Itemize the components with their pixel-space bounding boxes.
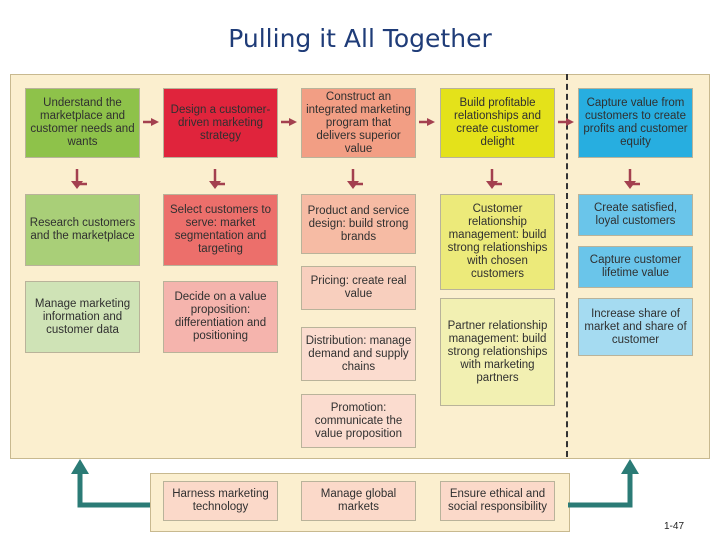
page-title: Pulling it All Together: [228, 24, 492, 53]
step-design-strategy: Design a customer-driven marketing strat…: [163, 88, 278, 158]
enabler-arrow-right-head: [621, 459, 639, 474]
manage-marketing-information: Manage marketing information and custome…: [25, 281, 140, 353]
create-satisfied-customers: Create satisfied, loyal customers: [578, 194, 693, 236]
enabler-arrow-left-head: [71, 459, 89, 474]
promotion: Promotion: communicate the value proposi…: [301, 394, 416, 448]
arrow-down-5-head: [624, 181, 636, 189]
customer-relationship-management: Customer relationship management: build …: [440, 194, 555, 290]
ensure-ethics: Ensure ethical and social responsibility: [440, 481, 555, 521]
arrow-down-2-head: [209, 181, 221, 189]
research-customers: Research customers and the marketplace: [25, 194, 140, 266]
arrow-down-3-head: [347, 181, 359, 189]
value-capture-divider: [566, 74, 568, 457]
step-construct-program: Construct an integrated marketing progra…: [301, 88, 416, 158]
enabler-arrow-left: [77, 472, 150, 508]
step-capture-value: Capture value from customers to create p…: [578, 88, 693, 158]
enabler-arrow-right: [568, 472, 633, 508]
increase-market-share: Increase share of market and share of cu…: [578, 298, 693, 356]
manage-global-markets: Manage global markets: [301, 481, 416, 521]
capture-lifetime-value: Capture customer lifetime value: [578, 246, 693, 288]
distribution: Distribution: manage demand and supply c…: [301, 327, 416, 381]
product-service-design: Product and service design: build strong…: [301, 194, 416, 254]
decide-value-proposition: Decide on a value proposition: different…: [163, 281, 278, 353]
partner-relationship-management: Partner relationship management: build s…: [440, 298, 555, 406]
page-number: 1-47: [664, 521, 685, 532]
harness-technology: Harness marketing technology: [163, 481, 278, 521]
arrow-down-4-head: [486, 181, 498, 189]
step-build-relationships: Build profitable relationships and creat…: [440, 88, 555, 158]
pricing: Pricing: create real value: [301, 266, 416, 310]
step-understand-marketplace: Understand the marketplace and customer …: [25, 88, 140, 158]
select-customers: Select customers to serve: market segmen…: [163, 194, 278, 266]
arrow-down-1-head: [71, 181, 83, 189]
